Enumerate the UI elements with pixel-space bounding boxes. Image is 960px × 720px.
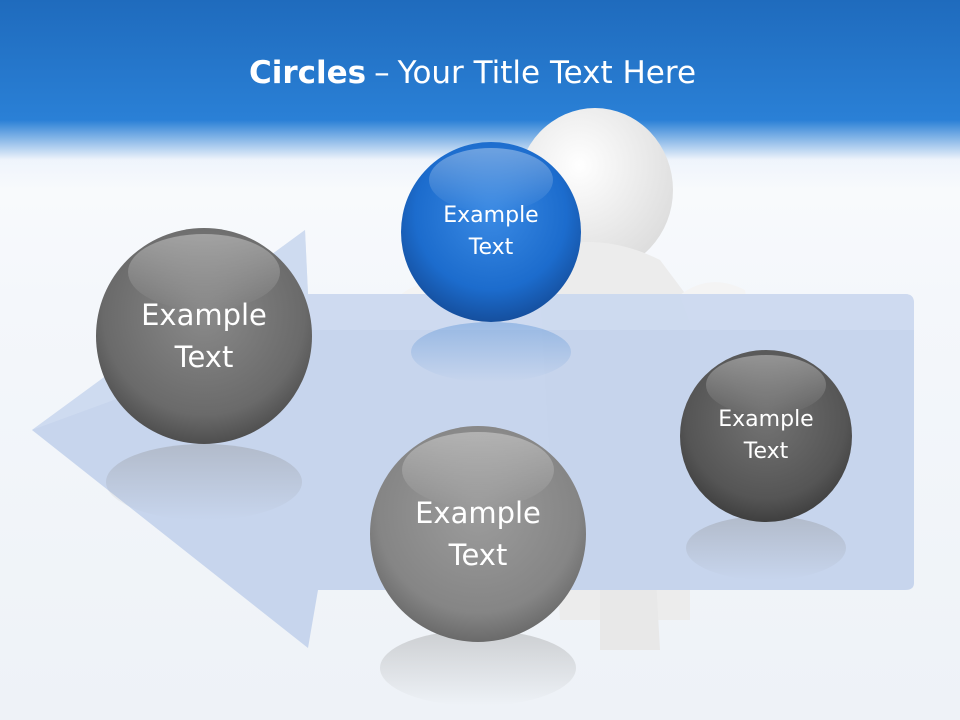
slide-title: Circles–Your Title Text Here bbox=[0, 55, 945, 91]
title-text: Your Title Text Here bbox=[397, 55, 697, 91]
title-bold: Circles bbox=[248, 55, 367, 91]
circle-bottom-text: Example Text bbox=[370, 426, 586, 642]
circle-right-line1: Example bbox=[718, 407, 814, 433]
title-separator: – bbox=[374, 55, 390, 91]
circle-bottom-line2: Text bbox=[448, 538, 508, 572]
circle-left-line2: Text bbox=[174, 340, 234, 374]
circle-top-line1: Example bbox=[443, 203, 539, 229]
circle-left-line1: Example bbox=[141, 297, 267, 332]
circle-bottom-line1: Example bbox=[415, 495, 541, 530]
circle-right-dark bbox=[680, 350, 852, 522]
circle-left-gray bbox=[96, 228, 312, 444]
circle-top-line2: Text bbox=[468, 235, 514, 260]
circle-right-text: Example Text bbox=[680, 350, 852, 522]
circle-bottom-gray bbox=[370, 426, 586, 642]
circle-top-blue bbox=[401, 142, 581, 322]
circle-right-line2: Text bbox=[743, 439, 789, 464]
circle-left-text: Example Text bbox=[96, 228, 312, 444]
circle-top-text: Example Text bbox=[401, 142, 581, 322]
